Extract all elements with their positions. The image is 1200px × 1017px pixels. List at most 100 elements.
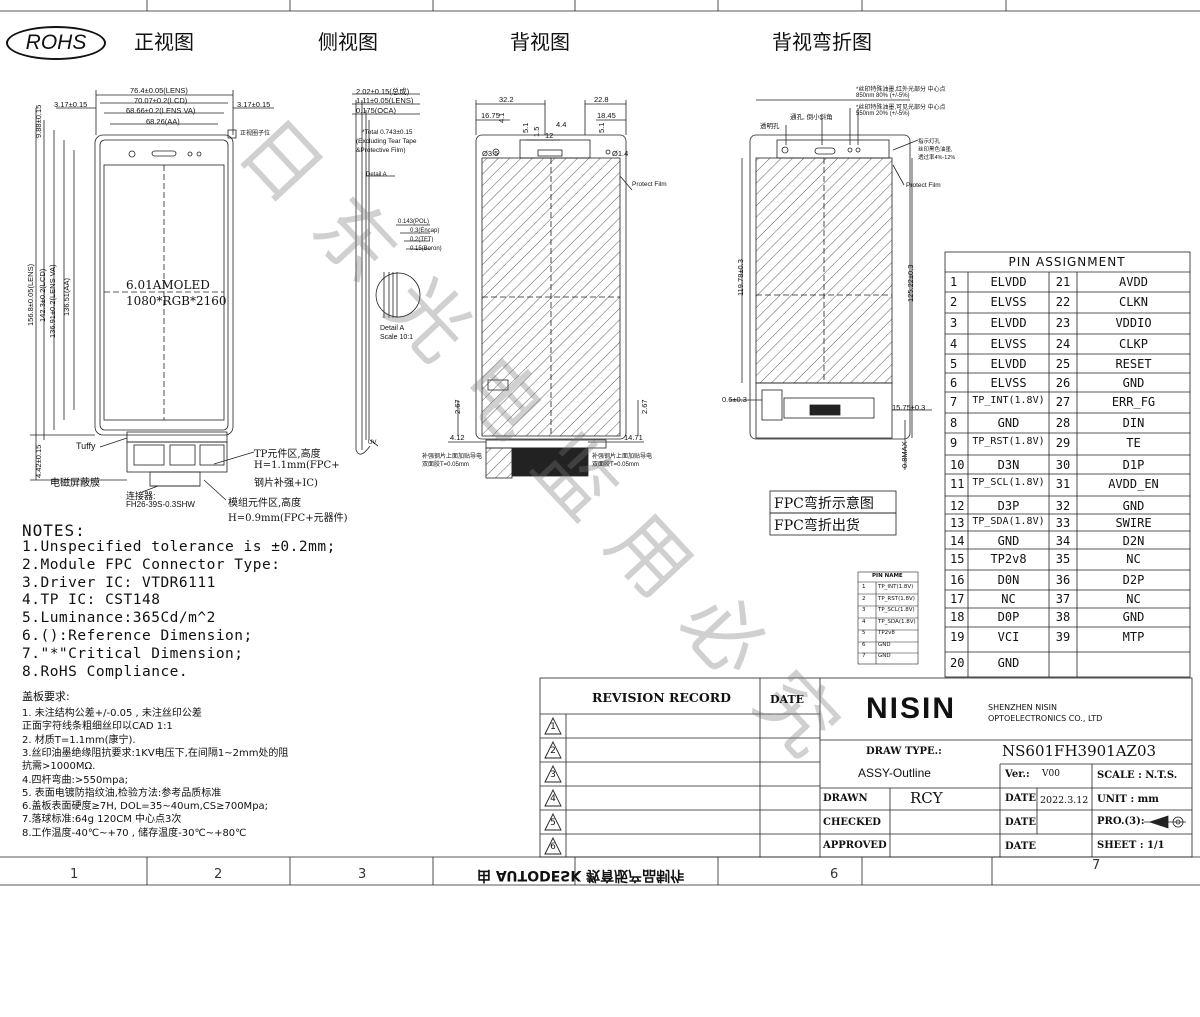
detail-a-title: Detail A <box>380 325 405 332</box>
dim-lensva-width: 68.66±0.2(LENS VA) <box>126 106 196 115</box>
pin-number: 12 <box>950 499 965 513</box>
mini-pin-number: 2 <box>862 595 866 602</box>
autodesk-footer: 由 AUTODESK 教育版产品制作 <box>477 867 685 883</box>
pin-signal: D1P <box>1122 458 1145 472</box>
trans-hole-label: 透明孔 <box>760 123 780 130</box>
bent-height-1: 119.78±0.3 <box>736 259 745 296</box>
revision-number: 6 <box>550 842 556 852</box>
finger-label-2: 丝印黑色油墨, <box>918 147 953 153</box>
detail-a-marker: Detail A <box>366 172 387 178</box>
draw-type-value: ASSY-Outline <box>858 766 931 780</box>
draw-type-label: DRAW TYPE.: <box>866 746 942 757</box>
back-dim-15: 1.5 <box>532 126 541 137</box>
dim-lensva-height: 136.91±0.2(LENS VA) <box>48 264 57 338</box>
pin-number: 4 <box>950 337 958 351</box>
front-view-outline <box>30 90 274 501</box>
pin-number: 21 <box>1055 275 1071 289</box>
pin-number: 25 <box>1055 357 1071 371</box>
projection-label: PRO.(3): <box>1097 816 1145 827</box>
bent-dim-left: 0.6±0.3 <box>722 395 747 404</box>
pin-signal: ELVDD <box>990 357 1027 371</box>
drawn-label: DRAWN <box>823 793 868 804</box>
back-protect-film: Protect Film <box>632 181 667 188</box>
shield-label: 电磁屏蔽膜 <box>50 478 100 489</box>
layer-tft: 0.2(TFT) <box>410 237 434 243</box>
back-left-dim: 2.67 <box>453 399 462 414</box>
pin-number: 2 <box>950 295 958 309</box>
pin-number: 18 <box>950 610 965 624</box>
pin-signal: D2N <box>1122 534 1145 548</box>
mini-pin-name: TP_INT(1.8V) <box>878 584 914 590</box>
pin-signal: AVDD <box>1119 275 1148 289</box>
stiffener-1a: 补强钢片上面加贴导电 <box>422 454 483 460</box>
pin-signal: D2P <box>1122 573 1145 587</box>
bent-max: 0.8MAX <box>900 441 909 468</box>
pin-signal: NC <box>1001 592 1016 606</box>
cover-requirement-item: 7.落球标准:64g 120CM 中心点3次 <box>22 814 182 826</box>
pin-number: 24 <box>1055 337 1071 351</box>
side-total: 2.02±0.15(总成) <box>356 87 410 96</box>
back-dim-18: 18.45 <box>597 111 616 120</box>
pin-number: 7 <box>950 395 958 409</box>
back-dim-41: 4.1 <box>497 112 506 123</box>
bent-view-outline <box>730 99 932 470</box>
finger-label-3: 透过率4%-12% <box>918 155 956 161</box>
back-right-dim: 2.67 <box>640 399 649 414</box>
cover-requirement-item: 8.工作温度-40℃~+70 , 储存温度-30℃~+80℃ <box>22 827 247 839</box>
note-item: 6.():Reference Dimension; <box>22 628 253 644</box>
pin-signal: D0P <box>997 610 1020 624</box>
pin-number: 39 <box>1055 630 1071 644</box>
pin-name-title: PIN NAME <box>872 573 903 579</box>
rohs-badge: ROHS <box>6 26 106 60</box>
unit: UNIT : mm <box>1097 794 1159 805</box>
pin-signal: CLKP <box>1119 337 1148 351</box>
pin-signal: TP_INT(1.8V) <box>972 395 1045 406</box>
pin-signal: TE <box>1126 436 1141 450</box>
pin-table-grid <box>944 251 1191 678</box>
pin-signal: TP_SCL(1.8V) <box>972 477 1045 488</box>
grid-col-6: 6 <box>830 867 839 882</box>
pin-signal: AVDD_EN <box>1108 477 1159 491</box>
pin-number: 20 <box>950 656 965 670</box>
note-item: 5.Luminance:365Cd/m^2 <box>22 610 216 627</box>
pin-number: 3 <box>950 316 958 330</box>
pin-number: 36 <box>1055 573 1071 587</box>
side-view-outline <box>352 93 430 455</box>
pin-signal: TP2v8 <box>990 552 1027 566</box>
cover-requirement-item: 1. 未注结构公差+/-0.05 , 未注丝印公差 <box>22 708 202 719</box>
cover-requirement-item: 4.四杆弯曲:>550mpa; <box>22 774 128 786</box>
dim-lens-width: 76.4±0.05(LENS) <box>130 86 188 95</box>
pin-signal: VDDIO <box>1115 316 1152 330</box>
side-oca: 0.175(OCA) <box>356 106 397 115</box>
brand-logo: NISIN <box>866 692 957 725</box>
layer-pol: 0.143(POL) <box>398 219 430 225</box>
fpc-bend-diagram: FPC弯折示意图 <box>774 496 874 512</box>
revision-number: 4 <box>550 794 556 804</box>
checked-label: CHECKED <box>823 817 881 828</box>
connector-label: 连接器: <box>126 491 156 501</box>
finger-label-1: 指示灯孔 <box>918 139 941 145</box>
tuffy-label: Tuffy <box>76 441 96 451</box>
side-lens: 1.11±0.05(LENS) <box>356 96 414 105</box>
pin-number: 31 <box>1055 477 1071 491</box>
pin-number: 19 <box>950 630 965 644</box>
cover-requirement-item: 5. 表面电镀防指纹油,检验方法:参考品质标准 <box>22 787 222 799</box>
pin-number: 29 <box>1055 436 1071 450</box>
mini-pin-name: TP_SDA(1.8V) <box>878 618 916 625</box>
pin-signal: MTP <box>1122 630 1145 644</box>
back-dim-12: 12 <box>545 131 554 140</box>
bent-note-1: *丝印特殊油墨,红外光部分 中心点 <box>856 87 946 93</box>
pin-signal: TP_SDA(1.8V) <box>972 516 1045 527</box>
mini-pin-number: 7 <box>862 653 866 659</box>
pin-signal: ELVSS <box>990 376 1027 390</box>
dim-lcd-height: 142.3±0.2(LCD) <box>38 268 47 322</box>
layer-encap: 0.3(Encap) <box>410 228 440 234</box>
mini-pin-name: GND <box>878 641 891 648</box>
cover-requirement-item: 6.盖板表面硬度≥7H, DOL=35~40um,CS≥700Mpa; <box>22 801 269 813</box>
uv-label: UV <box>368 440 377 446</box>
pin-number: 15 <box>950 552 965 566</box>
cover-requirements-title: 盖板要求: <box>22 690 70 703</box>
mod-area-2: H=0.9mm(FPC+元器件) <box>228 513 348 524</box>
stiffener-2a: 补强钢片上面加贴导电 <box>592 454 653 460</box>
